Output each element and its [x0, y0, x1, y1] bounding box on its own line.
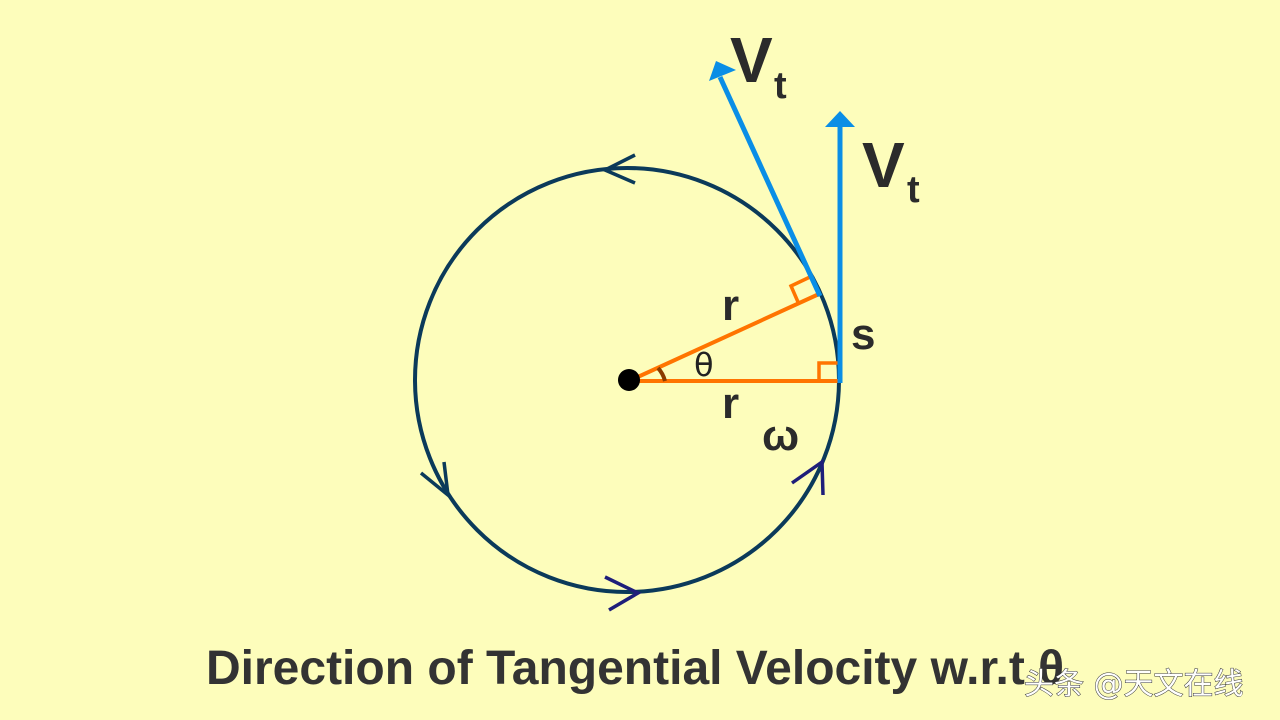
velocity-arrow-angled — [717, 75, 823, 298]
direction-arrow-left — [419, 461, 451, 500]
label-radius-lower: r — [722, 379, 739, 428]
direction-arrow-top — [600, 153, 636, 185]
label-theta: θ — [694, 346, 714, 384]
right-angle-mark-lower — [817, 361, 839, 381]
watermark: 头条 @天文在线 — [1024, 667, 1244, 702]
label-vt-right: V — [862, 129, 905, 201]
right-angle-mark-upper — [788, 275, 811, 303]
label-arc-s: s — [851, 310, 875, 359]
direction-arrow-bottom — [604, 575, 642, 612]
velocity-arrowhead-angled — [709, 61, 736, 81]
radius-line-angled — [628, 292, 820, 383]
angle-arc — [656, 366, 667, 382]
direction-arrow-right — [790, 458, 825, 496]
diagram-title: Direction of Tangential Velocity w.r.t θ — [206, 642, 1064, 695]
center-point — [618, 369, 640, 391]
label-vt-right-subscript: t — [907, 169, 920, 211]
label-omega: ω — [762, 411, 799, 460]
label-vt-upper: V — [730, 24, 773, 96]
label-vt-upper-subscript: t — [774, 65, 787, 107]
velocity-arrowhead-vertical — [825, 111, 855, 127]
label-radius-upper: r — [722, 281, 739, 330]
